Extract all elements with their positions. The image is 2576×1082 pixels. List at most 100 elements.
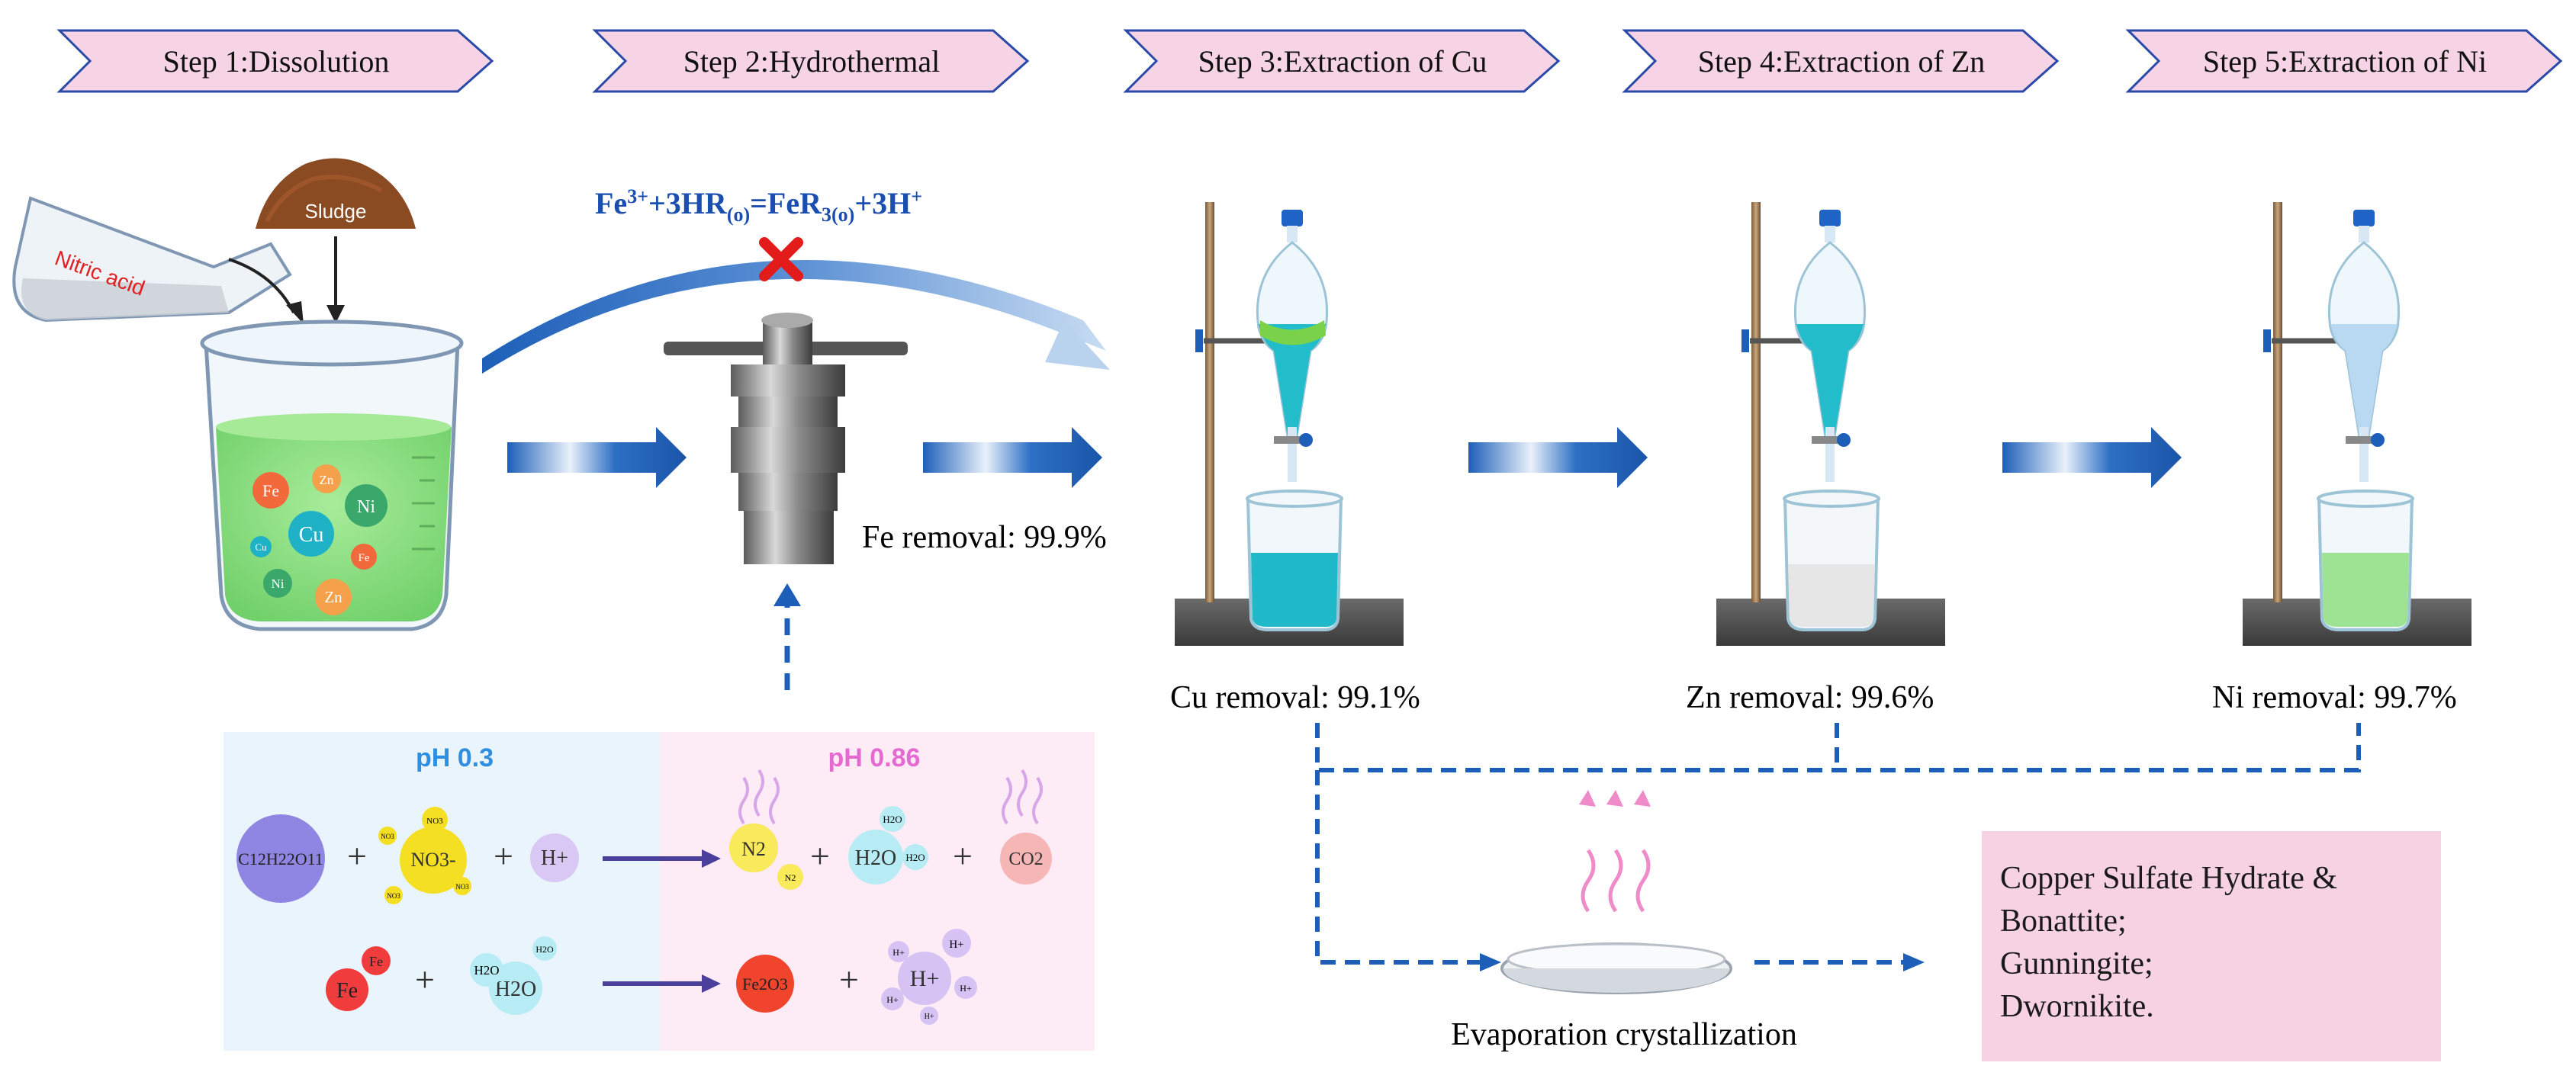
ni-removal-label: Ni removal: 99.7%: [2212, 680, 2457, 715]
separatory-funnel-zn: [1716, 202, 1945, 646]
iron-extraction-equation: Fe3++3HR(o)=FeR3(o)+3H+: [595, 185, 922, 226]
ph-left-label: pH 0.3: [416, 743, 494, 772]
svg-text:Zn: Zn: [320, 473, 334, 487]
svg-text:H+: H+: [949, 939, 963, 951]
step-label-3: Step 3:Extraction of Cu: [1198, 44, 1487, 79]
proton-cluster: H+ H+ H+ H+ H+ H+: [881, 929, 977, 1025]
svg-text:H+: H+: [892, 947, 905, 958]
svg-text:H2O: H2O: [535, 944, 554, 955]
beaker-ion-cu-2: Cu: [250, 536, 272, 557]
flow-arrow-2: [923, 427, 1102, 488]
svg-text:H+: H+: [541, 846, 568, 870]
plus-sign: +: [839, 960, 859, 999]
svg-text:H2O: H2O: [495, 978, 536, 1001]
sucrose-molecule: C12H22O11: [236, 814, 325, 903]
bypass-arc: [482, 259, 1106, 374]
flow-arrow-3: [1468, 427, 1648, 488]
step-label-2: Step 2:Hydrothermal: [683, 44, 941, 79]
product-line-3: Gunningite;: [2000, 946, 2153, 981]
svg-text:H2O: H2O: [855, 846, 896, 870]
nitric-acid-flask: Nitric acid: [12, 196, 292, 323]
proton-molecule: H+: [530, 833, 579, 882]
evaporation-steam-icon: [1581, 849, 1651, 913]
evaporation-label: Evaporation crystallization: [1451, 1017, 1797, 1052]
svg-text:Fe: Fe: [369, 954, 383, 969]
reaction-arrow-2: [603, 974, 721, 993]
co2-molecule: CO2: [1000, 833, 1052, 885]
product-line-1: Copper Sulfate Hydrate &: [2000, 861, 2338, 896]
products-box: Copper Sulfate Hydrate & Bonattite; Gunn…: [1982, 831, 2441, 1061]
plus-sign: +: [953, 836, 973, 875]
svg-text:NO3-: NO3-: [410, 849, 455, 871]
product-line-4: Dwornikite.: [2000, 989, 2154, 1024]
beaker-ion-fe-2: Fe: [351, 544, 377, 570]
svg-text:CO2: CO2: [1008, 849, 1043, 869]
svg-text:Fe2O3: Fe2O3: [742, 974, 788, 994]
beaker-ion-cu-1: Cu: [288, 511, 334, 557]
svg-text:N2: N2: [785, 872, 796, 883]
svg-text:Cu: Cu: [299, 523, 324, 547]
beaker-ion-ni-1: Ni: [345, 484, 388, 527]
svg-text:N2: N2: [741, 838, 766, 860]
hydrothermal-autoclave: [664, 313, 908, 564]
step-ribbon-2: Step 2:Hydrothermal: [592, 29, 1030, 93]
svg-text:Fe: Fe: [336, 979, 358, 1003]
svg-text:Fe: Fe: [359, 552, 370, 564]
separatory-funnel-cu: [1175, 202, 1404, 646]
iron-oxide-molecule: Fe2O3: [736, 955, 794, 1013]
svg-text:H+: H+: [886, 994, 899, 1005]
beaker-ion-ni-2: Ni: [263, 569, 292, 598]
svg-text:H2O: H2O: [905, 852, 925, 863]
flow-arrow-1: [507, 427, 687, 488]
svg-text:Fe: Fe: [262, 481, 279, 500]
step-label-1: Step 1:Dissolution: [163, 44, 390, 79]
nitrate-molecule: NO3- NO3 NO3 NO3 NO3: [378, 807, 471, 904]
step-label-4: Step 4:Extraction of Zn: [1698, 44, 1986, 79]
evaporating-dish: [1500, 942, 1732, 994]
beaker-ion-fe-1: Fe: [252, 472, 289, 509]
blocked-cross-icon: [759, 237, 803, 281]
reaction-arrow-1: [603, 849, 721, 868]
product-line-2: Bonattite;: [2000, 904, 2127, 939]
plus-sign: +: [494, 836, 513, 875]
svg-text:Ni: Ni: [272, 576, 285, 591]
svg-text:Zn: Zn: [324, 588, 343, 606]
ph-right-label: pH 0.86: [828, 743, 921, 772]
beaker-ion-zn-1: Zn: [312, 464, 341, 493]
step-ribbon-3: Step 3:Extraction of Cu: [1123, 29, 1561, 93]
plus-sign: +: [415, 960, 435, 999]
svg-text:H+: H+: [960, 983, 972, 994]
separatory-funnel-ni: [2243, 202, 2471, 646]
svg-text:NO3: NO3: [381, 833, 394, 840]
svg-text:H+: H+: [925, 1013, 934, 1021]
water-molecule: H2O H2O H2O: [848, 806, 928, 885]
svg-text:NO3: NO3: [387, 892, 400, 900]
water-molecules: H2O H2O H2O: [470, 936, 557, 1015]
steam-icon: [738, 769, 1043, 825]
svg-text:H2O: H2O: [883, 814, 902, 825]
flow-arrow-4: [2002, 427, 2182, 488]
zn-removal-label: Zn removal: 99.6%: [1686, 680, 1934, 715]
plus-sign: +: [347, 836, 367, 875]
step-label-5: Step 5:Extraction of Ni: [2203, 44, 2487, 79]
plus-sign: +: [810, 836, 830, 875]
step-ribbon-1: Step 1:Dissolution: [56, 29, 494, 93]
collection-lines: [1315, 723, 2361, 965]
cu-removal-label: Cu removal: 99.1%: [1170, 680, 1420, 715]
svg-text:H2O: H2O: [474, 963, 499, 978]
iron-atoms: Fe Fe: [326, 946, 391, 1011]
fe-removal-label: Fe removal: 99.9%: [862, 520, 1107, 555]
beaker-ion-zn-2: Zn: [315, 579, 352, 615]
svg-text:NO3: NO3: [426, 817, 443, 826]
svg-text:Cu: Cu: [255, 541, 267, 553]
step-ribbon-4: Step 4:Extraction of Zn: [1622, 29, 2060, 93]
svg-text:NO3: NO3: [455, 883, 469, 891]
svg-text:C12H22O11: C12H22O11: [238, 849, 323, 868]
svg-text:Ni: Ni: [357, 497, 375, 517]
svg-text:H+: H+: [910, 966, 940, 991]
sludge-label: Sludge: [305, 200, 367, 223]
step-ribbon-5: Step 5:Extraction of Ni: [2125, 29, 2563, 93]
sludge-pile: Sludge: [256, 158, 416, 229]
reaction-panel-right: [660, 732, 1095, 1051]
nitrogen-molecule: N2 N2: [729, 824, 803, 890]
